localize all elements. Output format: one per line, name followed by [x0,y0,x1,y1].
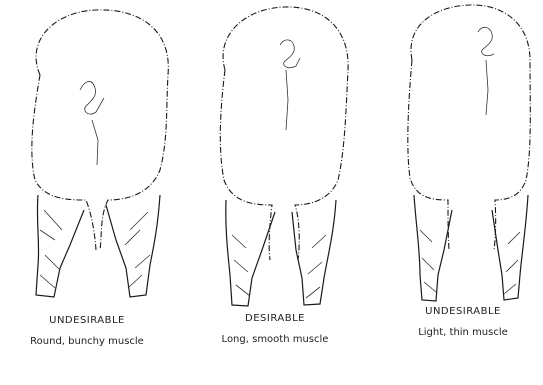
panel-2-title: DESIRABLE [200,313,350,324]
panel-1-title: UNDESIRABLE [12,315,162,326]
panel-2-caption: DESIRABLE Long, smooth muscle [200,313,350,345]
panel-2-description: Long, smooth muscle [200,334,350,345]
panel-3-caption: UNDESIRABLE Light, thin muscle [388,306,538,338]
panel-2-hindquarter-drawing [220,7,348,306]
panel-3-title: UNDESIRABLE [388,306,538,317]
panel-1-description: Round, bunchy muscle [12,336,162,347]
panel-3-hindquarter-drawing [408,5,531,301]
panel-3-description: Light, thin muscle [388,327,538,338]
panel-1-caption: UNDESIRABLE Round, bunchy muscle [12,315,162,347]
panel-1-hindquarter-drawing [32,10,168,297]
